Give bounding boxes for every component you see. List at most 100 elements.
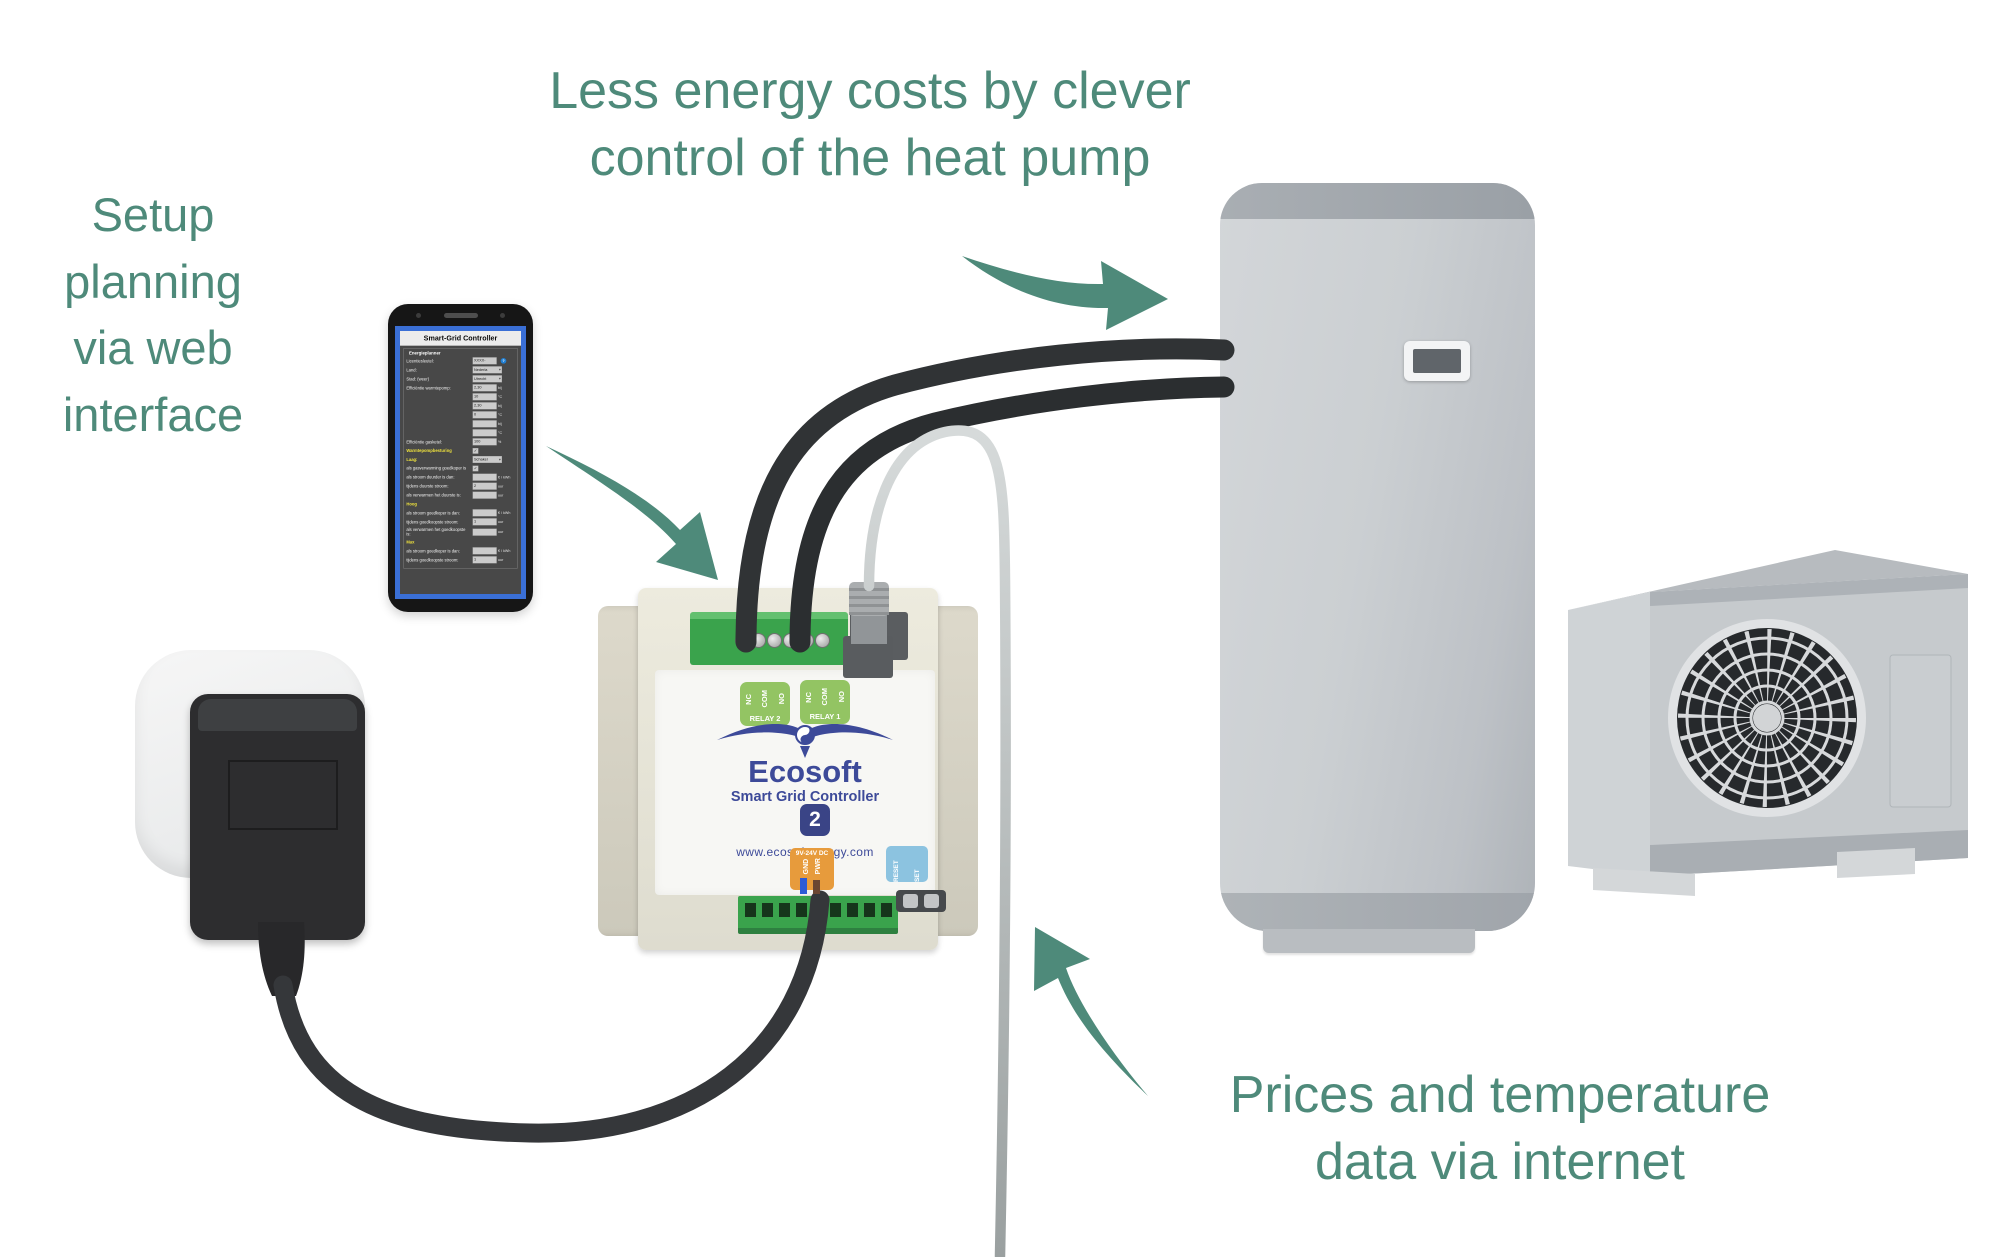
phone-form-rows: Licentiesleutel: XXXX-XXXX? Land: Nederla▾ S…: [406, 357, 515, 564]
field-input[interactable]: XXXX-XXXX: [472, 357, 497, 365]
model-number-badge: 2: [800, 804, 830, 836]
terminal-label: NC: [743, 693, 753, 705]
heat-pump-display-screen: [1413, 349, 1461, 373]
field-input[interactable]: [472, 473, 497, 481]
field-checkbox[interactable]: ✓: [472, 447, 479, 454]
field-unit: uur: [497, 557, 504, 562]
field-control: € / kWh: [472, 547, 515, 555]
terminal-hole: [847, 903, 858, 917]
field-input[interactable]: 100: [472, 438, 497, 446]
phone-form-row: als stroom goedkoper is dan: € / kWh: [406, 547, 515, 555]
field-input[interactable]: [472, 547, 497, 555]
brand-name: Ecosoft: [748, 754, 862, 789]
ethernet-jack[interactable]: [850, 612, 908, 660]
field-unit: bij: [497, 421, 502, 426]
fan-rim: [1668, 619, 1866, 817]
field-input[interactable]: 2,30: [472, 384, 497, 392]
field-input[interactable]: [472, 429, 497, 437]
controller-body: NC COM NO RELAY 2 NC COM NO RELAY 1: [638, 588, 946, 950]
set-reset-label: RESET SET: [886, 846, 928, 882]
unit-bottom-band: [1220, 893, 1535, 931]
field-select[interactable]: Utrecht▾: [472, 375, 502, 383]
field-input[interactable]: 2: [472, 482, 497, 490]
phone-speaker: [443, 313, 478, 318]
field-input[interactable]: 1: [472, 556, 497, 564]
terminal-label: NO: [777, 693, 787, 705]
annotation-line: control of the heat pump: [589, 128, 1151, 187]
outdoor-front-face: [1650, 574, 1968, 876]
field-unit: °C: [497, 412, 503, 417]
terminal-hole: [830, 903, 841, 917]
heat-pump-indoor-unit: [1220, 183, 1535, 931]
field-unit: °C: [497, 394, 503, 399]
terminal-hole: [779, 903, 790, 917]
product-name: Smart Grid Controller: [730, 789, 880, 805]
field-control: uur: [472, 528, 515, 536]
field-input[interactable]: [472, 528, 497, 536]
field-unit: € / kWh: [497, 548, 511, 553]
smart-grid-controller-device: NC COM NO RELAY 2 NC COM NO RELAY 1: [598, 578, 978, 953]
relay-2-label: NC COM NO RELAY 2: [740, 682, 790, 726]
help-icon[interactable]: ?: [500, 357, 507, 364]
outdoor-service-panel: [1889, 654, 1952, 808]
pwr-label: PWR: [814, 858, 822, 875]
phone-form-row: bij: [406, 420, 514, 428]
field-label: Land:: [406, 367, 417, 373]
field-label: als gasverwarming goedkoper is: [406, 465, 467, 471]
field-input[interactable]: 0: [472, 411, 497, 419]
field-control: 10°C: [472, 393, 515, 401]
field-label: Efficiëntie warmtepomp:: [406, 385, 451, 391]
field-label: als verwarmen het goedkoopste is:: [406, 527, 466, 537]
field-unit: uur: [497, 519, 504, 524]
set-button[interactable]: [924, 894, 939, 908]
field-label: Laag:: [406, 457, 418, 462]
field-unit: uur: [497, 493, 504, 498]
field-input[interactable]: [472, 509, 497, 517]
terminal-hole: [813, 903, 824, 917]
field-label: als stroom goedkoper is dan:: [406, 548, 460, 554]
field-control: XXXX-XXXX?: [472, 357, 515, 365]
io-terminal-block[interactable]: [738, 896, 898, 934]
terminal-screw: [735, 633, 750, 648]
ecosoft-bird-logo: [717, 723, 893, 758]
field-control: € / kWh: [472, 509, 515, 517]
annotation-line: Less energy costs by clever: [549, 62, 1191, 120]
chevron-down-icon: ▾: [499, 367, 501, 372]
field-input[interactable]: [472, 491, 497, 499]
terminal-hole: [881, 903, 892, 917]
relay-terminal-block[interactable]: [690, 612, 848, 665]
field-unit: € / kWh: [497, 510, 511, 515]
field-control: uur: [472, 491, 515, 499]
controller-label-face: NC COM NO RELAY 2 NC COM NO RELAY 1: [655, 670, 935, 895]
phone-form-row: Licentiesleutel: XXXX-XXXX?: [406, 357, 515, 365]
arrow-to-heat-pump: [962, 256, 1168, 330]
terminal-screw: [815, 633, 830, 648]
field-label: Licentiesleutel:: [406, 358, 434, 364]
field-label: tijdens goedkoopste stroom:: [406, 519, 459, 525]
annotation-left: Setup planning via web interface: [18, 182, 288, 449]
field-input[interactable]: 2,30: [472, 402, 497, 410]
reset-label: RESET: [893, 860, 900, 882]
field-input[interactable]: 1: [472, 518, 497, 526]
field-control: 0°C: [472, 411, 515, 419]
annotation-line: planning: [64, 254, 242, 308]
field-select[interactable]: Nederla▾: [472, 366, 502, 374]
terminal-hole: [762, 903, 773, 917]
phone-screen: Smart-Grid Controller Energieplanner Lic…: [395, 326, 526, 599]
field-control: Nederla▾: [472, 366, 515, 374]
field-input[interactable]: [472, 420, 497, 428]
field-checkbox[interactable]: ✓: [472, 465, 479, 472]
reset-button[interactable]: [903, 894, 918, 908]
phone-form-row: als verwarmen het goedkoopste is: uur: [406, 527, 514, 536]
field-unit: bij: [497, 385, 502, 390]
terminal-screw: [751, 633, 766, 648]
field-input[interactable]: 10: [472, 393, 497, 401]
field-select[interactable]: Schakel▾: [472, 455, 502, 463]
phone-camera-dot: [416, 313, 421, 318]
